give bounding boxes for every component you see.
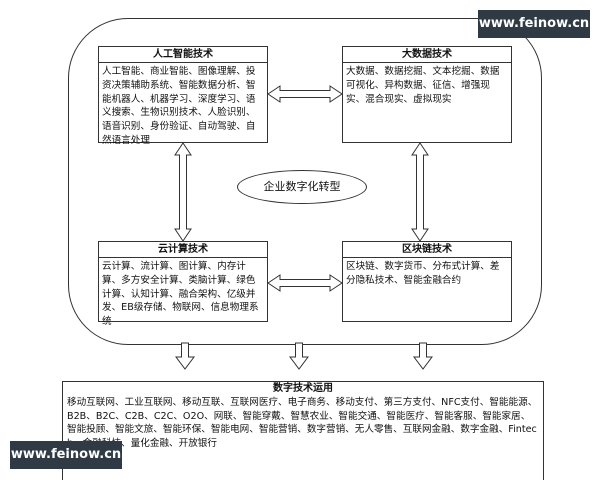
arrow-down-center	[289, 342, 309, 370]
arrow-ai-bigdata	[267, 85, 343, 103]
bigdata-technology-box: 大数据技术 大数据、数据挖掘、文本挖掘、数据可视化、异构数据、征信、增强现实、混…	[342, 46, 512, 143]
cloud-computing-list: 云计算、流计算、图计算、内存计算、多方安全计算、类脑计算、绿色计算、认知计算、融…	[102, 261, 259, 328]
bigdata-technology-title: 大数据技术	[343, 47, 511, 63]
blockchain-title: 区块链技术	[343, 242, 511, 258]
cloud-computing-box: 云计算技术 云计算、流计算、图计算、内存计算、多方安全计算、类脑计算、绿色计算、…	[98, 241, 268, 327]
blockchain-box: 区块链技术 区块链、数字货币、分布式计算、差分隐私技术、智能金融合约	[342, 241, 512, 322]
cloud-computing-title: 云计算技术	[99, 242, 267, 258]
digital-technology-applications-box: 数字技术运用 移动互联网、工业互联网、移动互联、互联网医疗、电子商务、移动支付、…	[62, 381, 544, 480]
applications-list: 移动互联网、工业互联网、移动互联、互联网医疗、电子商务、移动支付、第三方支付、N…	[67, 397, 538, 449]
ai-technology-box: 人工智能技术 人工智能、商业智能、图像理解、投资决策辅助系统、智能数据分析、智能…	[98, 46, 268, 146]
enterprise-digital-transformation-node: 企业数字化转型	[237, 170, 367, 204]
arrow-down-right	[413, 342, 433, 370]
blockchain-list: 区块链、数字货币、分布式计算、差分隐私技术、智能金融合约	[346, 261, 500, 286]
ai-technology-list: 人工智能、商业智能、图像理解、投资决策辅助系统、智能数据分析、智能机器人、机器学…	[102, 66, 256, 146]
watermark-bottom: www.feinow.cn	[10, 441, 122, 469]
arrow-ai-cloud	[174, 142, 192, 242]
ai-technology-title: 人工智能技术	[99, 47, 267, 63]
applications-title: 数字技术运用	[273, 383, 333, 394]
transformation-frame	[68, 18, 542, 345]
arrow-cloud-blockchain	[267, 274, 343, 292]
arrow-bigdata-blockchain	[411, 142, 429, 242]
arrow-down-left	[175, 342, 195, 370]
watermark-top: www.feinow.cn	[478, 10, 590, 38]
bigdata-technology-list: 大数据、数据挖掘、文本挖掘、数据可视化、异构数据、征信、增强现实、混合现实、虚拟…	[346, 66, 500, 105]
